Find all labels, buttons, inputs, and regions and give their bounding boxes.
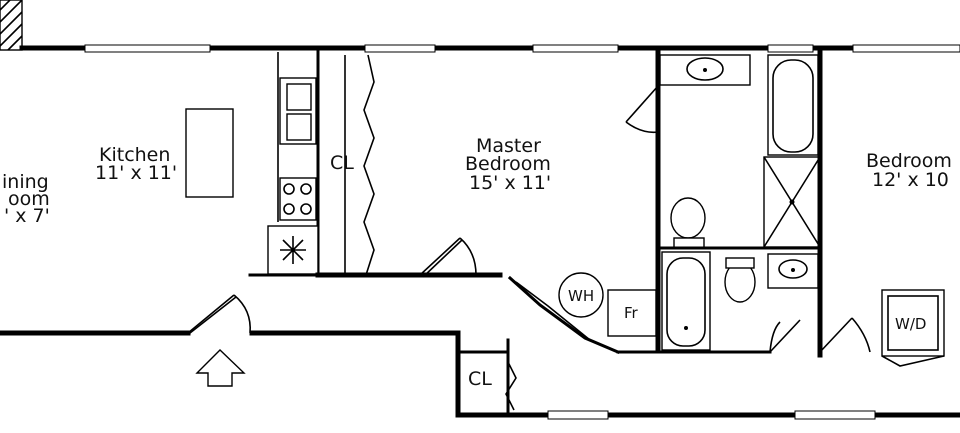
water-heater-label: WH [568, 287, 594, 305]
washer-dryer [881, 289, 945, 357]
second-bathroom [616, 251, 871, 354]
room-name-bedroom: Bedroom [866, 150, 952, 172]
room-name-master-line2: Bedroom [465, 153, 551, 175]
room-size-master: 15' x 11' [469, 172, 551, 194]
bathroom [656, 49, 823, 358]
window [794, 410, 876, 420]
closet-label-kitchen: CL [330, 152, 354, 174]
room-name-kitchen: Kitchen [99, 144, 170, 166]
kitchen-closet [315, 54, 503, 278]
entry-arrow-icon [195, 349, 246, 387]
master-bedroom-walls [419, 49, 661, 353]
toilet [670, 197, 706, 239]
laundry [881, 289, 945, 367]
window [852, 44, 960, 53]
exterior-top-wall [19, 44, 960, 53]
room-size-kitchen: 11' x 11' [95, 162, 177, 184]
chimney [0, 0, 23, 51]
bathtub [767, 54, 819, 156]
room-name-dining-line2: oom [8, 188, 50, 210]
room-size-dining: ' x 7' [4, 205, 50, 227]
furnace [607, 289, 657, 337]
kitchen-counter [248, 50, 320, 277]
water-heater [558, 272, 604, 318]
window [532, 44, 619, 53]
mechanical-room [507, 272, 657, 354]
window [364, 44, 436, 53]
kitchen-island [185, 108, 234, 198]
stove [279, 177, 317, 221]
entry-door [187, 294, 251, 334]
window [767, 44, 814, 53]
bathtub-2 [661, 251, 711, 351]
room-name-master-line1: Master [476, 135, 541, 157]
hall-closet [456, 338, 517, 417]
washer-dryer-label: W/D [895, 315, 926, 333]
refrigerator [267, 225, 319, 275]
window [84, 44, 211, 53]
closet-label-hall: CL [468, 368, 492, 390]
room-name-dining-line1: ining [2, 171, 49, 193]
room-size-bedroom: 12' x 10 [872, 169, 949, 191]
furnace-label: Fr [624, 304, 639, 322]
window [547, 410, 609, 420]
exterior-bottom-wall [0, 330, 960, 420]
